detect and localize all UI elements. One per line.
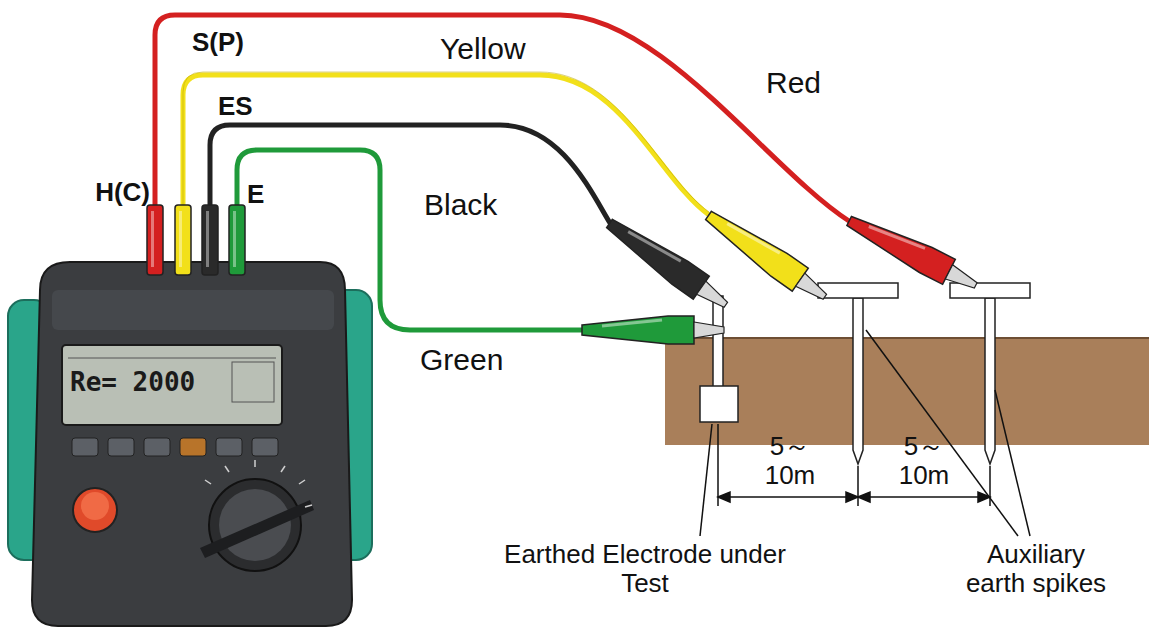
black-plug bbox=[202, 205, 218, 275]
earth-tester bbox=[8, 262, 372, 626]
ground-surface bbox=[665, 337, 1149, 339]
lead-colour: Green bbox=[420, 343, 530, 376]
lead-colour: Red bbox=[766, 66, 836, 99]
green-clip bbox=[582, 316, 724, 344]
part-label: Auxiliary earth spikes bbox=[958, 540, 1114, 597]
ground bbox=[665, 338, 1149, 445]
yellow-plug bbox=[175, 205, 191, 275]
auxiliary-spike bbox=[818, 283, 898, 464]
earthed-electrode bbox=[700, 296, 738, 422]
red-plug bbox=[147, 205, 163, 275]
lead-colour: Yellow bbox=[440, 32, 550, 65]
terminal-name: H(C) bbox=[66, 178, 150, 207]
black-clip bbox=[601, 212, 733, 316]
black-lead bbox=[210, 125, 610, 223]
part-label: Earthed Electrode under Test bbox=[500, 540, 790, 597]
terminal-name: E bbox=[247, 180, 277, 209]
red-lead bbox=[155, 15, 849, 221]
red-clip bbox=[843, 209, 982, 298]
yellow-clip bbox=[700, 204, 832, 308]
terminal-name: S(P) bbox=[192, 28, 262, 57]
auxiliary-spike bbox=[950, 283, 1030, 464]
dimension-lines bbox=[718, 424, 990, 506]
green-plug bbox=[229, 205, 245, 275]
dimension-label: 5～ 10m bbox=[890, 432, 958, 489]
dimension-label: 5～ 10m bbox=[756, 432, 824, 489]
lead-colour: Black bbox=[424, 188, 534, 221]
display-reading: Re= 2000 bbox=[70, 368, 230, 397]
leader-lines bbox=[700, 330, 1030, 536]
terminal-name: ES bbox=[218, 92, 268, 121]
